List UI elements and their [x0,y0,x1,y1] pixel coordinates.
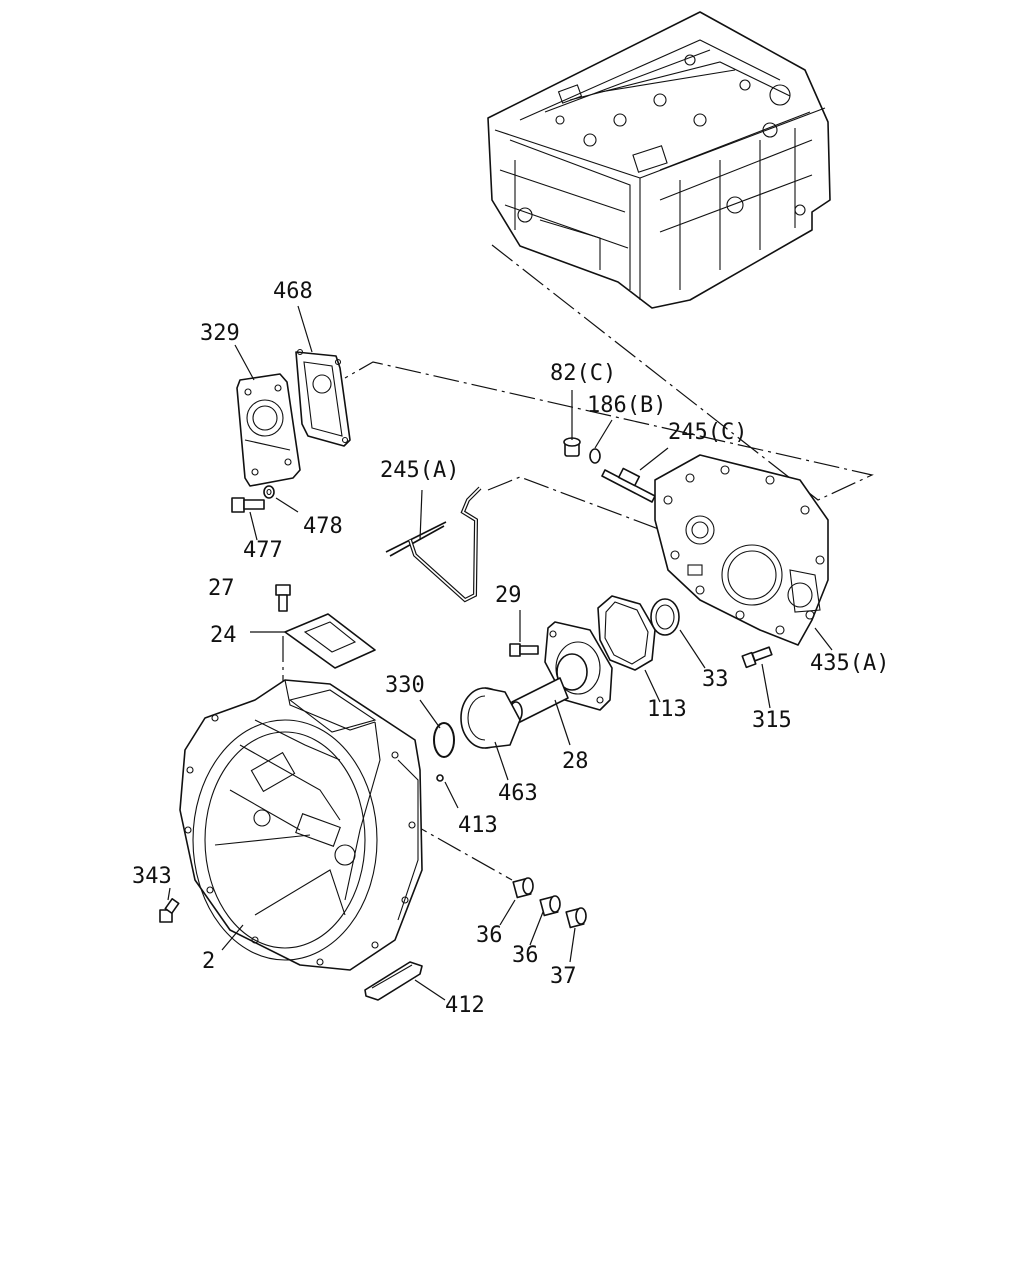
part-36-bushing-a [512,877,534,899]
callout-329: 329 [200,321,240,346]
part-478-washer [263,485,275,499]
part-186b-ring [589,448,601,464]
callout-29: 29 [495,583,522,608]
leader-lines [167,305,833,1001]
part-245a-pipe [385,486,482,603]
part-468-gasket [295,348,351,447]
callout-28: 28 [562,749,589,774]
callout-413: 413 [458,813,498,838]
part-315-bolt [741,646,773,669]
part-33-seal [650,598,680,636]
callout-463: 463 [498,781,538,806]
callout-36b: 36 [512,943,539,968]
part-2-clutch-housing [179,679,423,971]
callout-37: 37 [550,964,577,989]
part-27-bolt [275,584,291,612]
callout-33: 33 [702,667,729,692]
callout-478: 478 [303,514,343,539]
part-412-cover [364,961,423,1001]
part-463-cover [460,687,521,749]
part-343-bolt [159,897,180,923]
callout-330: 330 [385,673,425,698]
callout-113: 113 [647,697,687,722]
transmission-case [487,11,831,309]
part-113-gasket [597,595,656,671]
callout-labels: 468 329 82(C) 186(B) 245(C) 245(A) 477 4… [132,279,889,1018]
callout-412: 412 [445,993,485,1018]
part-28-retainer [509,621,613,723]
callout-186b: 186(B) [587,393,666,418]
part-82c-plug [563,437,581,457]
callout-27: 27 [208,576,235,601]
callout-36a: 36 [476,923,503,948]
callout-82c: 82(C) [550,361,616,386]
callout-343: 343 [132,864,172,889]
part-24-cover [284,613,376,669]
callout-435a: 435(A) [810,651,889,676]
part-330-snap-ring [433,722,455,758]
callout-245a: 245(A) [380,458,459,483]
callout-2: 2 [202,949,215,974]
part-329-cover [236,373,301,487]
callout-315: 315 [752,708,792,733]
part-435a-housing [654,454,829,646]
callout-468: 468 [273,279,313,304]
callout-477: 477 [243,538,283,563]
part-29-bolt [509,643,539,657]
part-413-pin [436,774,444,782]
part-37-bushing [565,907,587,929]
part-36-bushing-b [539,895,561,917]
callout-24: 24 [210,623,237,648]
callout-245c: 245(C) [668,420,747,445]
part-245c-rod [601,467,656,503]
part-477-bolt [231,497,265,513]
